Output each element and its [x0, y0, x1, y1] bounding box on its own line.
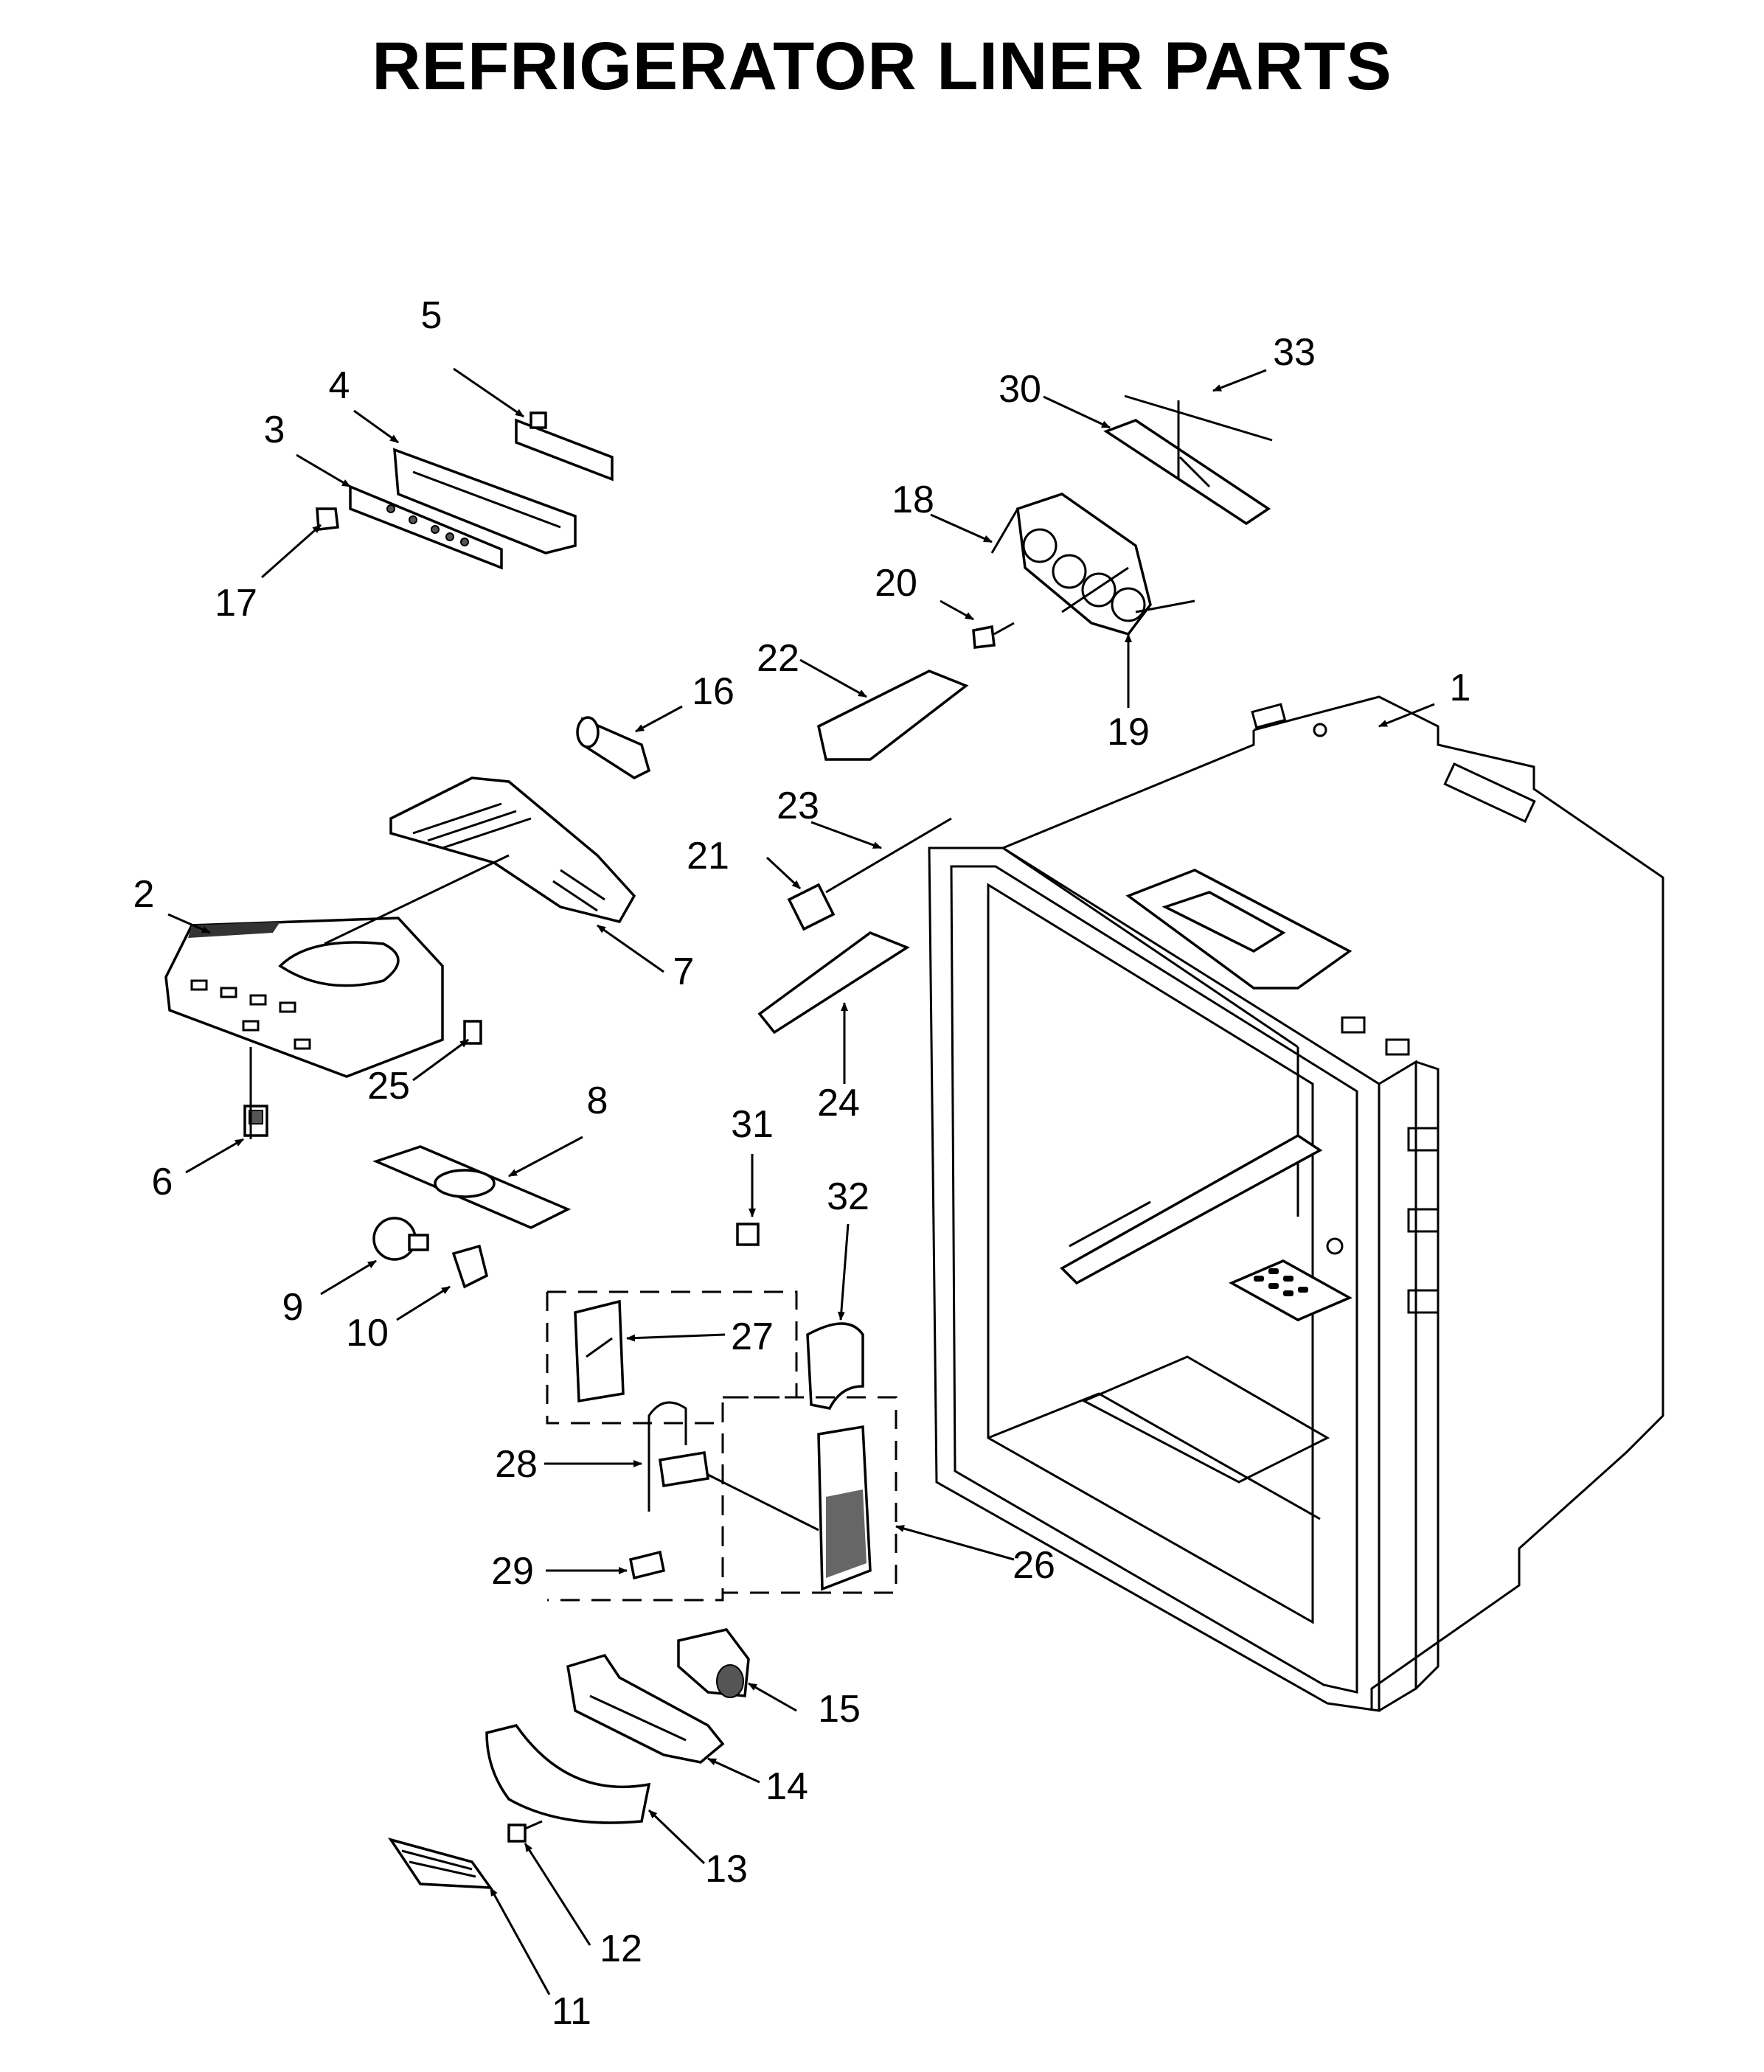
callout-28: 28	[495, 1443, 538, 1486]
part-26-dispenser-cover	[817, 1425, 872, 1591]
callout-27: 27	[731, 1315, 774, 1358]
callout-19: 19	[1107, 711, 1150, 754]
callout-3: 3	[264, 409, 285, 451]
part-12-screw	[507, 1820, 543, 1843]
callout-20: 20	[875, 562, 917, 605]
callout-10: 10	[346, 1312, 389, 1355]
callout-9: 9	[282, 1286, 304, 1329]
part-16-filter-cap	[576, 716, 651, 780]
part-13-tray	[485, 1724, 651, 1824]
part-29-clip	[628, 1550, 666, 1580]
part-32-seal	[806, 1322, 864, 1410]
part-11-trim	[387, 1838, 493, 1889]
callout-14: 14	[765, 1765, 808, 1808]
part-4-control-housing	[393, 448, 577, 554]
callout-33: 33	[1273, 331, 1316, 374]
diagram-title: REFRIGERATOR LINER PARTS	[372, 29, 1392, 104]
part-5-bracket	[515, 411, 614, 482]
part-31-clip	[736, 1223, 760, 1246]
part-27-bracket	[574, 1299, 625, 1403]
callout-6: 6	[152, 1161, 173, 1203]
leader-lines	[167, 367, 1435, 1995]
callout-24: 24	[817, 1082, 860, 1124]
part-17-screw	[316, 507, 339, 531]
part-3-control-overlay	[349, 484, 503, 570]
callout-32: 32	[827, 1175, 869, 1218]
group-box-27-28	[546, 1290, 798, 1602]
callout-13: 13	[705, 1848, 748, 1891]
callout-25: 25	[367, 1065, 410, 1108]
callout-16: 16	[692, 670, 735, 713]
callout-21: 21	[687, 835, 729, 877]
part-18-pin	[990, 508, 1019, 554]
callout-labels: 1 2 3 4 5 6 7 8 9 10 11 12 13 14 15 16 1…	[133, 294, 1471, 2033]
callout-18: 18	[892, 479, 934, 521]
part-28-tube	[647, 1401, 709, 1512]
callout-1: 1	[1450, 667, 1471, 709]
part-23-wire	[825, 817, 952, 894]
callout-7: 7	[673, 950, 695, 993]
callout-2: 2	[133, 873, 155, 916]
part-33-rod	[1124, 394, 1273, 442]
part-15-module	[677, 1628, 750, 1698]
part-14-housing	[566, 1653, 725, 1764]
part-6-switch	[243, 1105, 268, 1137]
part-22-bracket	[816, 670, 969, 761]
callout-26: 26	[1013, 1544, 1055, 1587]
callout-15: 15	[818, 1688, 861, 1731]
part-25-clip	[463, 1020, 482, 1045]
part-7-air-duct	[324, 776, 636, 945]
part-2-light-housing	[164, 917, 444, 1078]
callout-31: 31	[731, 1103, 774, 1146]
part-8-light-cover	[372, 1145, 572, 1229]
callout-8: 8	[587, 1080, 608, 1122]
part-9-bulb	[372, 1217, 429, 1261]
callout-22: 22	[757, 637, 799, 680]
callout-11: 11	[552, 1990, 591, 2033]
callout-30: 30	[999, 368, 1041, 411]
part-21-thermistor	[787, 883, 836, 931]
part-10-socket	[451, 1244, 489, 1289]
part-19-heater	[1016, 493, 1195, 636]
part-24-bracket	[757, 931, 910, 1035]
callout-12: 12	[600, 1927, 642, 1970]
callout-29: 29	[491, 1550, 534, 1593]
part-20-screw	[972, 622, 1015, 649]
callout-5: 5	[421, 294, 442, 337]
callout-23: 23	[777, 785, 819, 827]
callout-17: 17	[215, 582, 257, 625]
callout-4: 4	[329, 364, 350, 407]
part-30-bracket	[1103, 419, 1271, 526]
liner-part	[928, 695, 1664, 1712]
